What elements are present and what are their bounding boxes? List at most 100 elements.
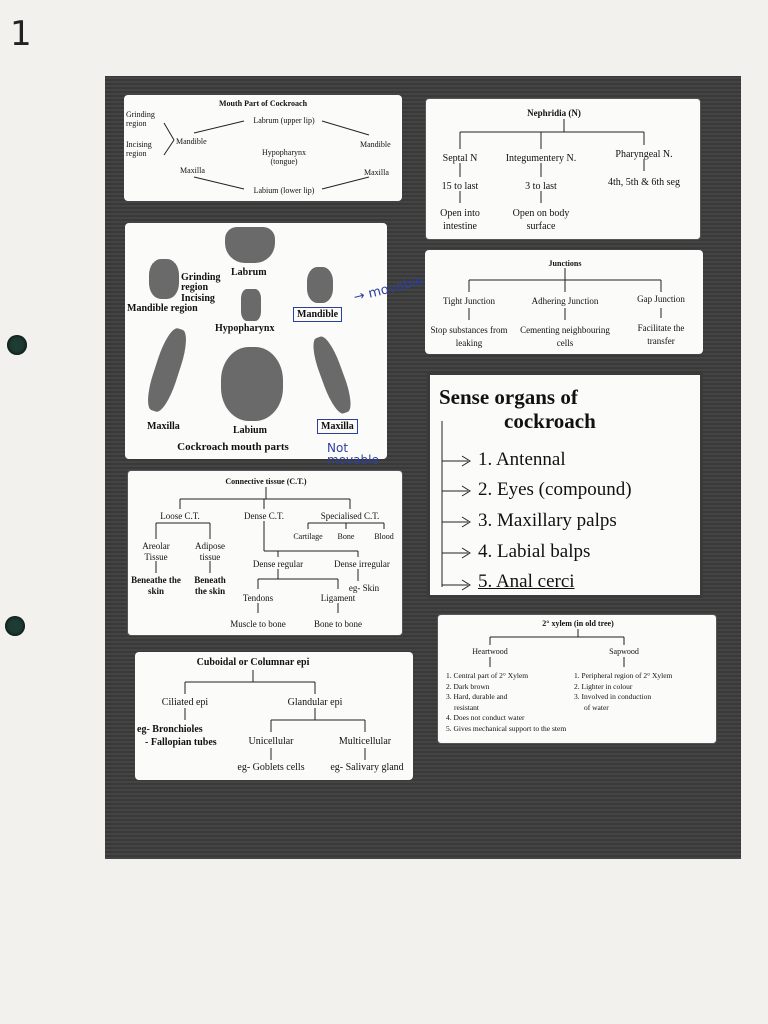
mandible-right-label: Mandible (360, 139, 391, 150)
heartwood: Heartwood (472, 646, 508, 657)
integumentery-n: Integumentery N. (506, 153, 577, 164)
heartwood-point-1: 1. Central part of 2° Xylem (446, 671, 528, 682)
punch-hole-bottom (5, 616, 25, 636)
ciliated-epi: Ciliated epi (162, 697, 208, 708)
dense-ct: Dense C.T. (244, 511, 284, 522)
nephridia-title: Nephridia (N) (527, 108, 581, 119)
mouth-part-chart: Mouth Part of Cockroach Grinding region … (124, 95, 402, 201)
heartwood-point-3b: resistant (454, 703, 479, 714)
pharyngeal-n: Pharyngeal N. (615, 149, 672, 160)
fig-hypopharynx-label: Hypopharynx (215, 323, 274, 334)
integumentery-range: 3 to last (525, 181, 557, 192)
adhering-junction: Adhering Junction (532, 296, 599, 307)
labium-label: Labium (lower lip) (254, 185, 315, 196)
septal-range: 15 to last (442, 181, 479, 192)
punch-hole-top (7, 335, 27, 355)
adhering-junction-note: Cementing neighbouring cells (517, 324, 613, 350)
sense-title-line1: Sense organs of (439, 385, 578, 409)
tendons: Tendons (243, 593, 273, 604)
sense-title-line2: cockroach (504, 409, 596, 433)
areolar-tissue: Areolar Tissue (135, 541, 177, 563)
epithelium-lines (135, 652, 413, 780)
glandular-epi: Glandular epi (288, 697, 343, 708)
sapwood-point-2: 2. Lighter in colour (574, 682, 632, 693)
fig-caption: Cockroach mouth parts (177, 442, 289, 453)
sapwood: Sapwood (609, 646, 639, 657)
fig-maxilla-right-label: Maxilla (317, 419, 358, 434)
sapwood-point-1: 1. Peripheral region of 2° Xylem (574, 671, 672, 682)
loose-ct: Loose C.T. (160, 511, 200, 522)
heartwood-point-4: 4. Does not conduct water (446, 713, 525, 724)
connective-title: Connective tissue (C.T.) (225, 476, 306, 487)
notes-board: Mouth Part of Cockroach Grinding region … (105, 76, 741, 859)
grinding-region-label: Grinding region (126, 110, 162, 128)
mandible-left-image (149, 259, 179, 299)
unicellular: Unicellular (249, 736, 294, 747)
connective-tissue-chart: Connective tissue (C.T.) Loose C.T. Dens… (127, 470, 403, 636)
dense-regular: Dense regular (253, 559, 303, 570)
ligament: Ligament (321, 593, 356, 604)
fig-mandible-label: Mandible (293, 307, 342, 322)
secondary-xylem-chart: 2° xylem (in old tree) Heartwood Sapwood… (437, 614, 717, 744)
hypopharynx-label: Hypopharynx (tongue) (249, 148, 319, 166)
fig-grinding-label: Grinding region (181, 273, 241, 293)
mandible-right-image (307, 267, 333, 303)
gap-junction-note: Facilitate the transfer (623, 322, 699, 348)
labrum-label: Labrum (upper lip) (253, 115, 314, 126)
gap-junction: Gap Junction (637, 294, 685, 305)
hypopharynx-image (241, 289, 261, 321)
specialised-ct: Specialised C.T. (321, 511, 380, 522)
sense-item-eyes: 2. Eyes (compound) (478, 479, 632, 501)
ligament-note: Bone to bone (314, 619, 362, 630)
junctions-title: Junctions (549, 258, 582, 269)
fig-labium-label: Labium (233, 425, 267, 436)
heartwood-point-5: 5. Gives mechanical support to the stem (446, 724, 566, 735)
bone: Bone (338, 531, 355, 542)
mouth-chart-title: Mouth Part of Cockroach (219, 98, 307, 109)
integumentery-note: Open on body surface (501, 207, 581, 233)
goblet-example: eg- Goblets cells (237, 762, 304, 773)
sapwood-point-3b: of water (584, 703, 609, 714)
sense-item-antennal: 1. Antennal (478, 449, 566, 471)
mandible-left-label: Mandible (176, 136, 207, 147)
blood: Blood (374, 531, 394, 542)
tendons-note: Muscle to bone (230, 619, 286, 630)
sense-item-anal-cerci: 5. Anal cerci (478, 571, 575, 593)
sense-organs-card: Sense organs of cockroach 1. Antennal 2.… (427, 372, 703, 598)
junctions-chart: Junctions Tight Junction Adhering Juncti… (425, 250, 703, 354)
page-number-mark: 1 (10, 14, 32, 54)
tight-junction: Tight Junction (443, 296, 495, 307)
adipose-location: Beneath the skin (188, 575, 232, 597)
sapwood-point-3: 3. Involved in conduction (574, 692, 651, 703)
labium-image (221, 347, 283, 421)
ciliated-example-1: eg- Bronchioles (137, 724, 203, 735)
epithelium-chart: Cuboidal or Columnar epi Ciliated epi Gl… (135, 652, 413, 780)
nephridia-chart: Nephridia (N) Septal N Integumentery N. … (425, 98, 701, 240)
xylem-title: 2° xylem (in old tree) (542, 618, 613, 629)
tight-junction-note: Stop substances from leaking (426, 324, 512, 350)
epithelium-title: Cuboidal or Columnar epi (197, 657, 310, 668)
heartwood-point-2: 2. Dark brown (446, 682, 490, 693)
maxilla-left-image (142, 325, 191, 414)
maxilla-left-label: Maxilla (180, 165, 205, 176)
septal-note: Open into intestine (432, 207, 488, 233)
heartwood-point-3: 3. Hard, durable and (446, 692, 507, 703)
maxilla-right-label: Maxilla (364, 167, 389, 178)
pharyngeal-range: 4th, 5th & 6th seg (608, 177, 680, 188)
fig-maxilla-left-label: Maxilla (147, 421, 180, 432)
labrum-image (225, 227, 275, 263)
areolar-location: Beneathe the skin (131, 575, 181, 597)
maxilla-right-image (308, 334, 356, 417)
multicellular: Multicellular (339, 736, 391, 747)
sense-item-maxillary-palps: 3. Maxillary palps (478, 510, 617, 532)
ciliated-example-2: - Fallopian tubes (145, 737, 217, 748)
dense-irregular: Dense irregular (334, 559, 390, 570)
adipose-tissue: Adipose tissue (189, 541, 231, 563)
mouth-parts-figure: Labrum Grinding region Incising Mandible… (125, 223, 387, 459)
septal-n: Septal N (443, 153, 478, 164)
fig-mandible-region-label: Mandible region (127, 303, 198, 314)
cartilage: Cartilage (293, 531, 322, 542)
sense-item-labial-palps: 4. Labial balps (478, 541, 590, 563)
handwritten-not-movable: Not movable (327, 442, 403, 466)
incising-region-label: Incising region (126, 140, 162, 158)
